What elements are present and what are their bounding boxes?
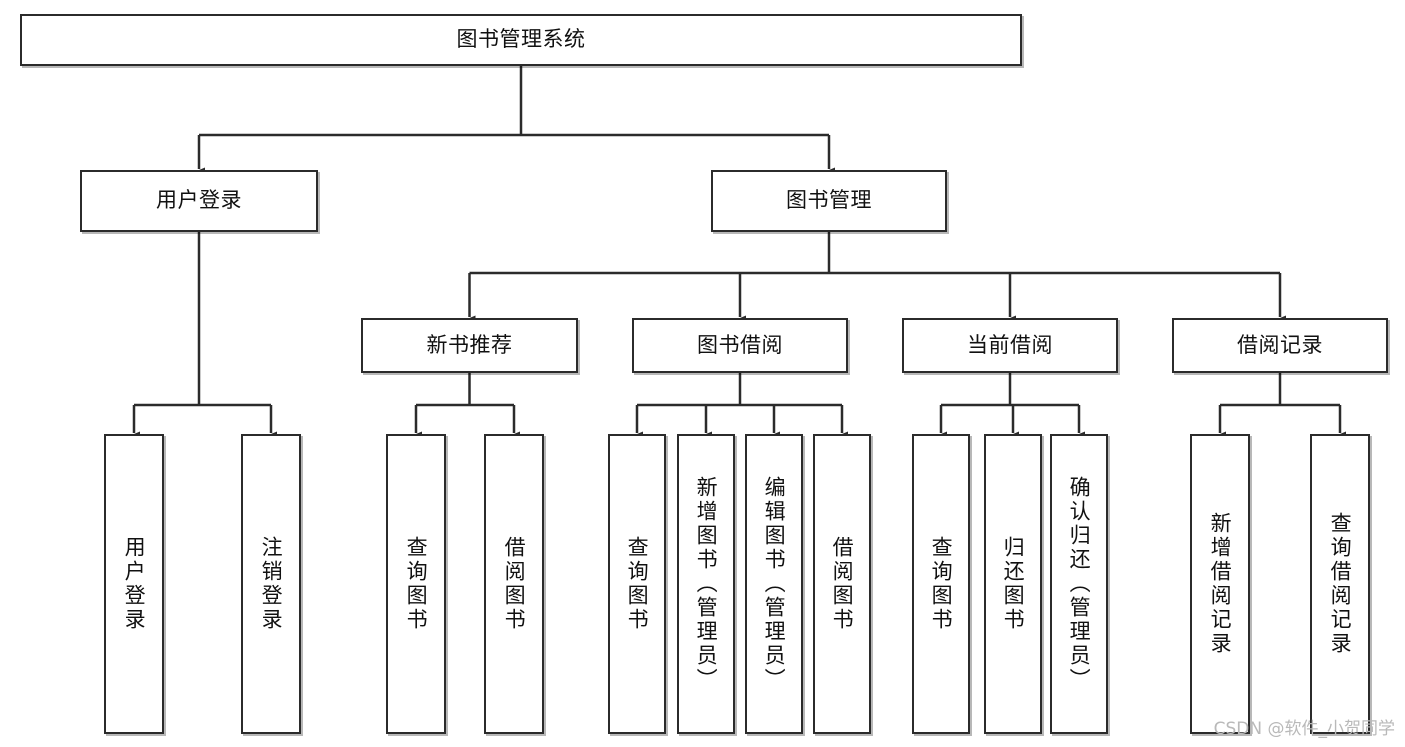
- node-leaf_cb_query[interactable]: 查询图书: [912, 434, 970, 734]
- node-label-leaf_user_logout: 注销登录: [259, 536, 284, 632]
- node-user_login[interactable]: 用户登录: [80, 170, 318, 232]
- node-label-new_books: 新书推荐: [426, 332, 513, 357]
- node-label-leaf_user_login: 用户登录: [122, 536, 147, 632]
- node-label-leaf_cb_confirm: 确认归还（管理员）: [1067, 476, 1092, 692]
- node-borrow_record[interactable]: 借阅记录: [1172, 318, 1388, 373]
- node-label-leaf_bb_query: 查询图书: [625, 536, 650, 632]
- node-label-leaf_cb_query: 查询图书: [929, 536, 954, 632]
- node-leaf_bb_query[interactable]: 查询图书: [608, 434, 666, 734]
- node-leaf_cb_return[interactable]: 归还图书: [984, 434, 1042, 734]
- node-label-leaf_br_query: 查询借阅记录: [1328, 512, 1353, 656]
- node-label-leaf_nb_borrow: 借阅图书: [502, 536, 527, 632]
- node-leaf_br_add[interactable]: 新增借阅记录: [1190, 434, 1250, 734]
- node-leaf_user_login[interactable]: 用户登录: [104, 434, 164, 734]
- node-leaf_user_logout[interactable]: 注销登录: [241, 434, 301, 734]
- connector-group: [128, 66, 1346, 442]
- node-label-borrow_record: 借阅记录: [1237, 332, 1323, 357]
- node-leaf_nb_query[interactable]: 查询图书: [386, 434, 446, 734]
- node-label-leaf_cb_return: 归还图书: [1001, 536, 1026, 632]
- node-label-book_manage: 图书管理: [786, 188, 872, 213]
- node-book_manage[interactable]: 图书管理: [711, 170, 947, 232]
- node-leaf_br_query[interactable]: 查询借阅记录: [1310, 434, 1370, 734]
- node-label-leaf_bb_borrow: 借阅图书: [830, 536, 855, 632]
- node-leaf_nb_borrow[interactable]: 借阅图书: [484, 434, 544, 734]
- node-leaf_bb_borrow[interactable]: 借阅图书: [813, 434, 871, 734]
- node-label-leaf_nb_query: 查询图书: [404, 536, 429, 632]
- node-label-leaf_bb_add: 新增图书（管理员）: [694, 476, 719, 692]
- node-root[interactable]: 图书管理系统: [20, 14, 1022, 66]
- node-label-leaf_bb_edit: 编辑图书（管理员）: [762, 476, 787, 692]
- node-label-book_borrow: 图书借阅: [697, 332, 783, 357]
- node-new_books[interactable]: 新书推荐: [361, 318, 578, 373]
- node-leaf_bb_add[interactable]: 新增图书（管理员）: [677, 434, 735, 734]
- node-label-current_borrow: 当前借阅: [967, 332, 1053, 357]
- node-book_borrow[interactable]: 图书借阅: [632, 318, 848, 373]
- node-leaf_bb_edit[interactable]: 编辑图书（管理员）: [745, 434, 803, 734]
- node-leaf_cb_confirm[interactable]: 确认归还（管理员）: [1050, 434, 1108, 734]
- node-label-root: 图书管理系统: [456, 27, 586, 52]
- node-label-leaf_br_add: 新增借阅记录: [1208, 512, 1233, 656]
- node-label-user_login: 用户登录: [156, 188, 242, 213]
- node-current_borrow[interactable]: 当前借阅: [902, 318, 1118, 373]
